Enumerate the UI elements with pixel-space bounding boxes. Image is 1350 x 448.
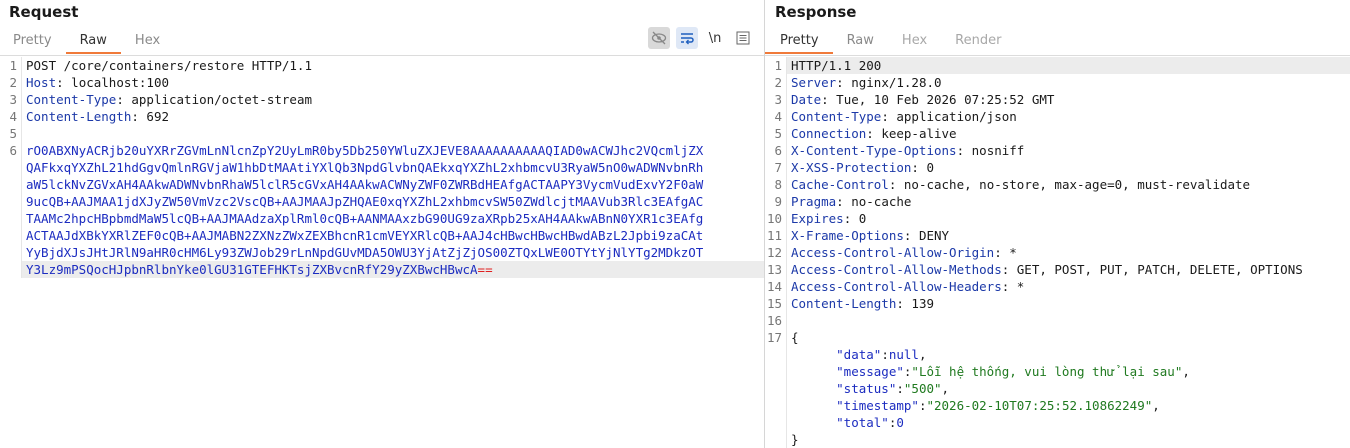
menu-icon[interactable]: [732, 27, 754, 49]
code-line: "message":"Lỗi hệ thống, vui lòng thử lạ…: [765, 363, 1350, 380]
code-line: "total":0: [765, 414, 1350, 431]
code-line: QAFkxqYXZhL21hdGgvQmlnRGVjaW1hbDtMAAtiYX…: [0, 159, 764, 176]
tab-render[interactable]: Render: [955, 33, 1002, 48]
code-line: "status":"500",: [765, 380, 1350, 397]
code-line: ACTAAJdXBkYXRlZEF0cQB+AAJMABN2ZXNzZWxZEX…: [0, 227, 764, 244]
code-line: 5: [0, 125, 764, 142]
code-line: TAAMc2hpcHBpbmdMaW5lcQB+AAJMAAdzaXplRml0…: [0, 210, 764, 227]
tab-raw[interactable]: Raw: [846, 33, 874, 48]
tab-hex[interactable]: Hex: [901, 33, 928, 48]
code-line: 16: [765, 312, 1350, 329]
code-line: 17{: [765, 329, 1350, 346]
tab-hex[interactable]: Hex: [134, 33, 161, 48]
code-line: "data":null,: [765, 346, 1350, 363]
request-title: Request: [9, 3, 79, 21]
wrap-lines-icon[interactable]: [676, 27, 698, 49]
hide-icon[interactable]: [648, 27, 670, 49]
newline-toggle[interactable]: \n: [708, 30, 722, 46]
request-tabs: Pretty Raw Hex: [0, 32, 764, 54]
tab-pretty[interactable]: Pretty: [13, 33, 52, 48]
response-tabs: Pretty Raw Hex Render: [765, 32, 1350, 54]
tab-pretty[interactable]: Pretty: [765, 32, 833, 54]
response-title: Response: [775, 3, 857, 21]
tab-raw[interactable]: Raw: [65, 32, 121, 54]
code-line: "timestamp":"2026-02-10T07:25:52.1086224…: [765, 397, 1350, 414]
code-line: YyBjdXJsJHtJRlN9aHR0cHM6Ly93ZWJob29rLnNp…: [0, 244, 764, 261]
code-line: Y3Lz9mPSQocHJpbnRlbnYke0lGU31GTEFHKTsjZX…: [0, 261, 764, 278]
code-line: 9ucQB+AAJMAA1jdXJyZW50VmVzc2VscQB+AAJMAA…: [0, 193, 764, 210]
code-line: aW5lckNvZGVxAH4AAkwADWNvbnRhaW5lclR5cGVx…: [0, 176, 764, 193]
request-toolbar: \n: [648, 27, 754, 49]
code-line: }: [765, 431, 1350, 448]
